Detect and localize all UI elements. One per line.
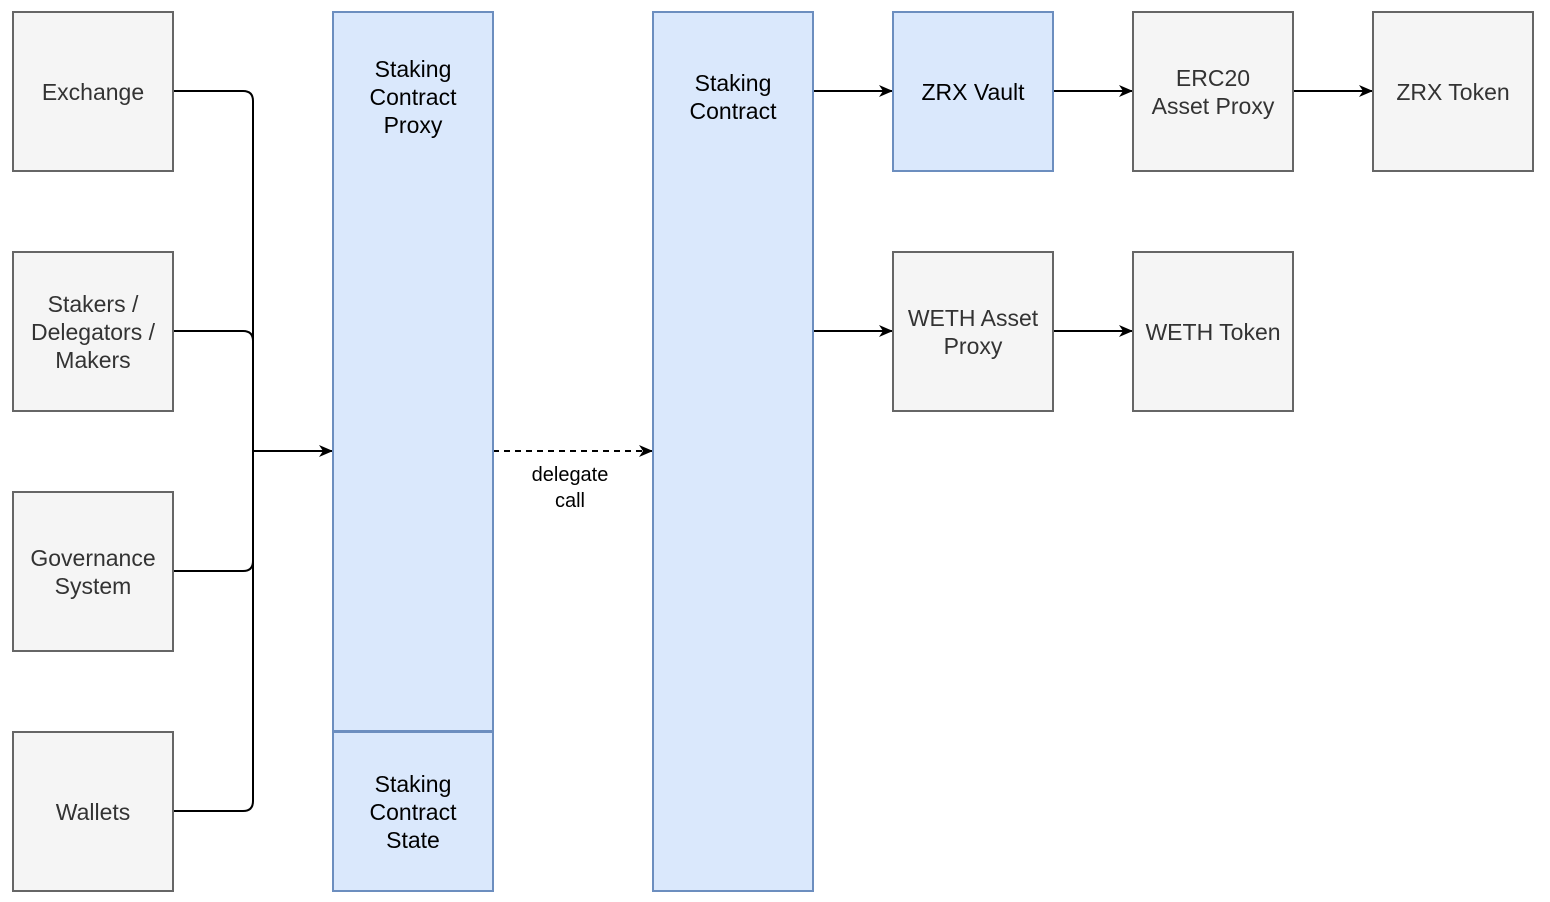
stakers-node[interactable]: Stakers / Delegators / Makers: [12, 251, 174, 412]
stakers-label: Stakers / Delegators / Makers: [30, 290, 155, 373]
edge-exchange-to-proxy: [173, 90, 254, 451]
exchange-node[interactable]: Exchange: [12, 11, 174, 172]
edge-stakers-to-proxy: [173, 330, 254, 451]
governance-label: Governance System: [30, 544, 156, 599]
edge-governance-to-proxy: [173, 451, 254, 572]
weth-token-node[interactable]: WETH Token: [1132, 251, 1294, 412]
staking-contract-node[interactable]: Staking Contract: [652, 11, 814, 892]
zrx-token-label: ZRX Token: [1396, 78, 1510, 105]
wallets-label: Wallets: [55, 798, 131, 825]
erc20-proxy-label: ERC20 Asset Proxy: [1151, 64, 1275, 119]
staking-contract-state-node[interactable]: Staking Contract State: [332, 731, 494, 892]
weth-proxy-label: WETH Asset Proxy: [907, 304, 1039, 359]
weth-asset-proxy-node[interactable]: WETH Asset Proxy: [892, 251, 1054, 412]
edge-wallets-to-proxy: [173, 451, 254, 812]
zrx-vault-label: ZRX Vault: [921, 78, 1025, 105]
contract-label: Staking Contract: [689, 70, 777, 124]
exchange-label: Exchange: [41, 78, 145, 105]
proxy-label: Staking Contract Proxy: [369, 56, 457, 138]
delegate-call-label: delegate call: [531, 464, 609, 512]
wallets-node[interactable]: Wallets: [12, 731, 174, 892]
zrx-vault-node[interactable]: ZRX Vault: [892, 11, 1054, 172]
zrx-token-node[interactable]: ZRX Token: [1372, 11, 1534, 172]
erc20-asset-proxy-node[interactable]: ERC20 Asset Proxy: [1132, 11, 1294, 172]
staking-contract-proxy-node[interactable]: Staking Contract Proxy: [332, 11, 494, 732]
governance-node[interactable]: Governance System: [12, 491, 174, 652]
weth-token-label: WETH Token: [1145, 318, 1281, 345]
state-label: Staking Contract State: [369, 770, 457, 853]
